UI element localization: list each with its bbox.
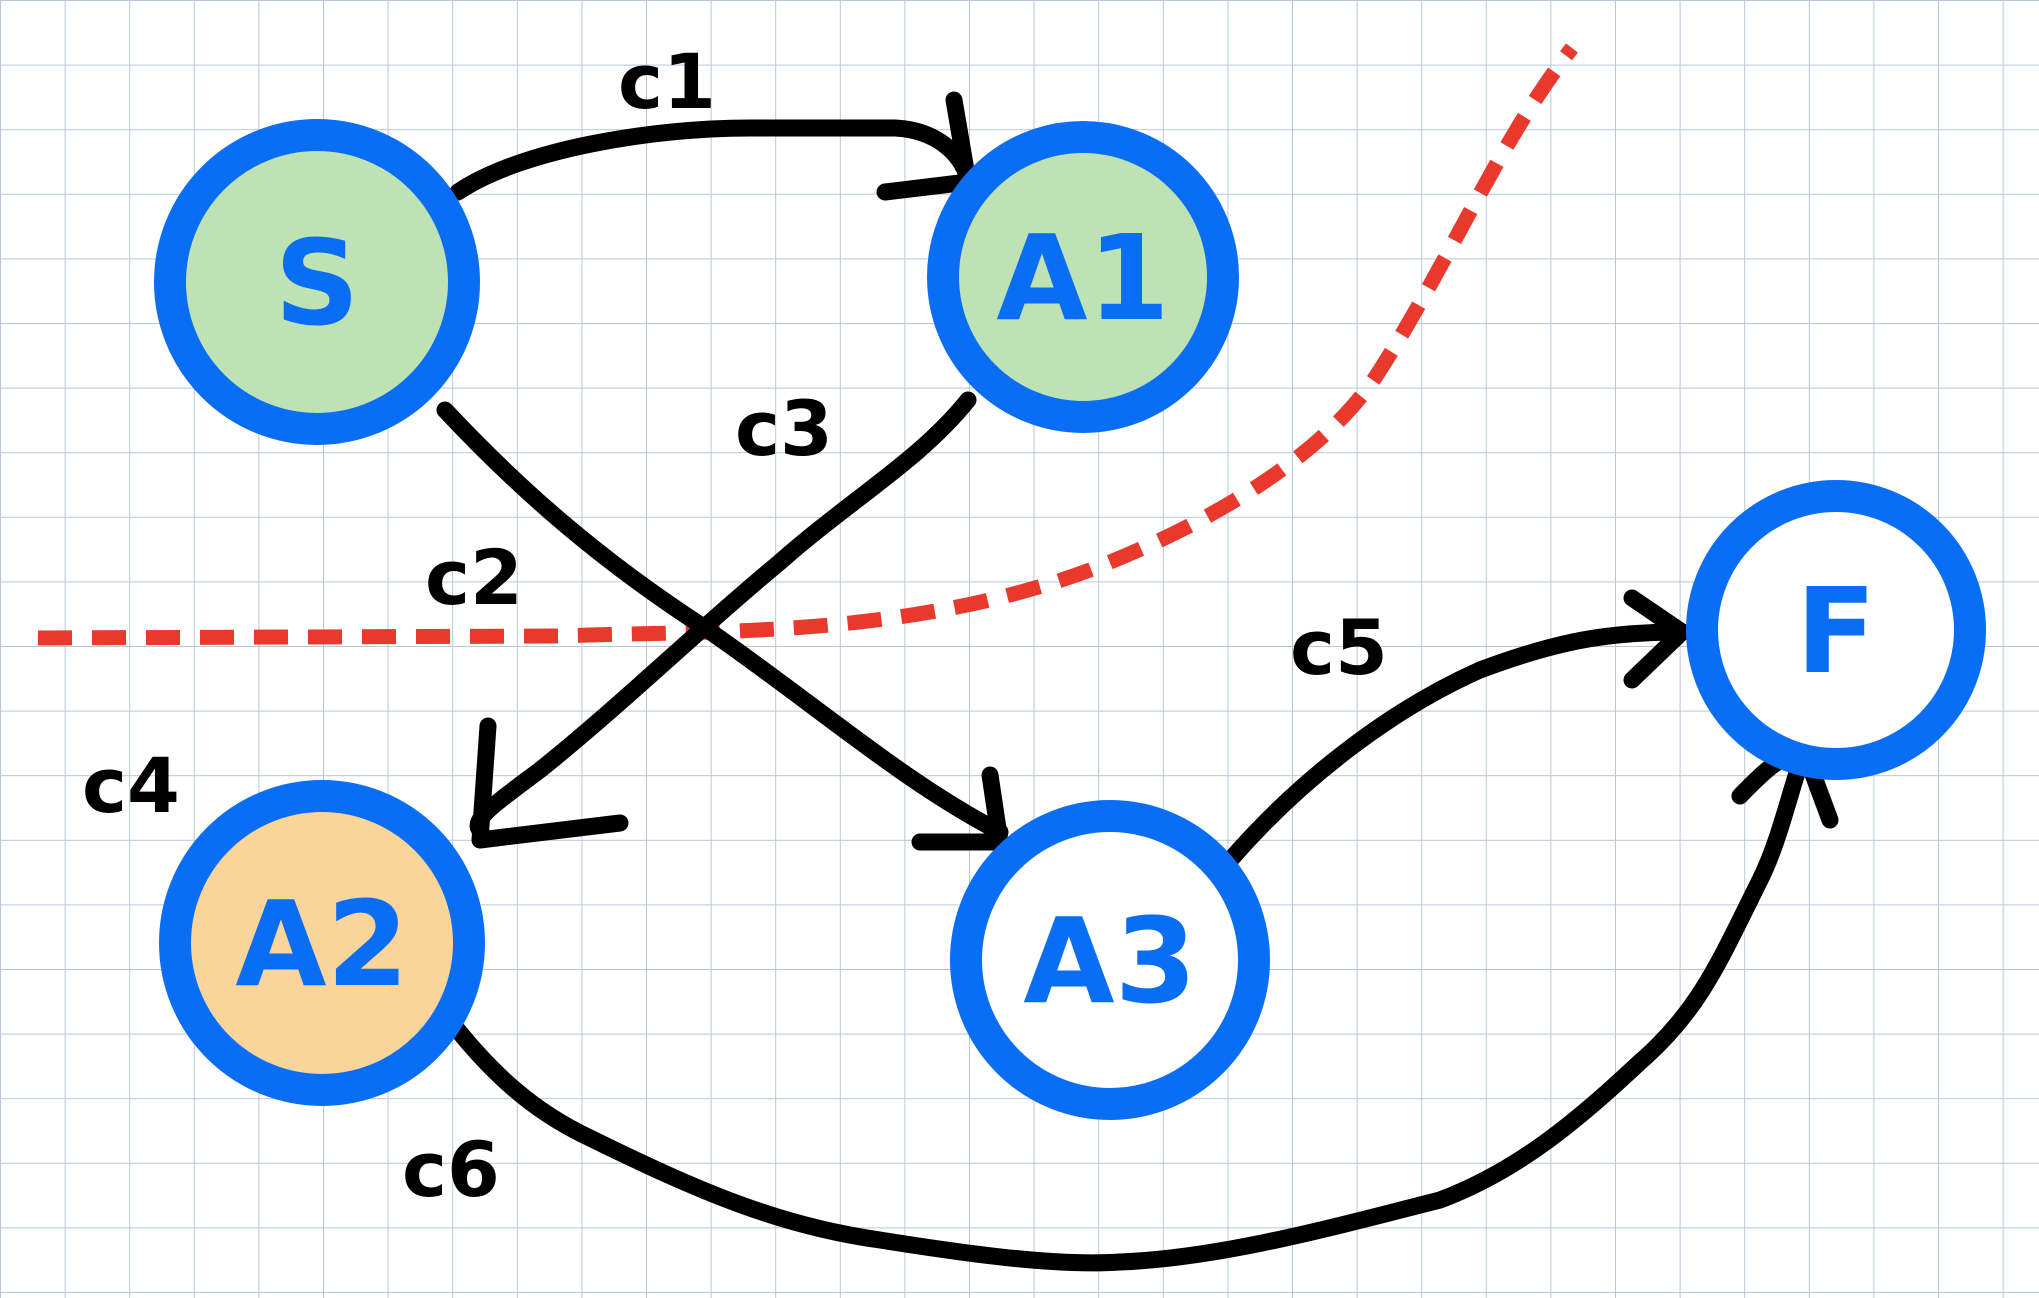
edge-c6 [447, 743, 1813, 1272]
node-f-circle [1686, 480, 1986, 780]
node-a2-label: A2 [235, 875, 408, 1013]
node-a2: A2 [159, 780, 485, 1106]
edge-c5 [1223, 623, 1691, 867]
edge-label-c1: c1 [618, 37, 716, 126]
node-a3-circle [950, 800, 1270, 1120]
edge-label-c6: c6 [402, 1125, 500, 1214]
nodes: S A1 A2 A3 F [154, 119, 1986, 1120]
edge-c3 [469, 391, 977, 839]
edge-label-c3: c3 [735, 384, 833, 473]
node-s: S [154, 119, 480, 445]
node-a1-label: A1 [996, 209, 1169, 347]
node-a3: A3 [950, 800, 1270, 1120]
node-f-label: F [1796, 562, 1877, 700]
edge-labels: c1 c2 c3 c4 c5 c6 [82, 37, 1388, 1214]
edge-c5-arrowhead [1623, 589, 1691, 689]
edge-label-c2: c2 [425, 533, 523, 622]
node-a1-circle [927, 121, 1239, 433]
node-s-circle [154, 119, 480, 445]
edge-c3-arrowhead [471, 717, 629, 849]
edge-label-c4: c4 [82, 741, 180, 830]
node-a1: A1 [927, 121, 1239, 433]
node-s-label: S [275, 214, 360, 352]
edge-c1 [449, 119, 977, 201]
edge-c2-arrowhead [911, 766, 1009, 851]
node-f: F [1686, 480, 1986, 780]
cut-line [37, 43, 1578, 646]
node-a3-label: A3 [1023, 892, 1196, 1030]
edge-label-c5: c5 [1290, 603, 1388, 692]
node-a2-circle [159, 780, 485, 1106]
